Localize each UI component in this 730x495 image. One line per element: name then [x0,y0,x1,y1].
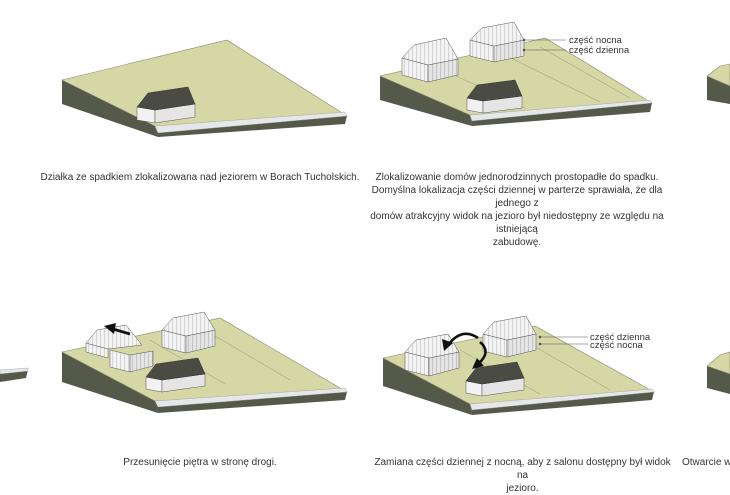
diagram-canvas: część nocna część dzienna [0,21,730,415]
label-czesc-nocna: część nocna [590,340,644,351]
panel-1-lake [155,116,347,137]
house-clad-back [161,311,216,354]
panel-2-lake [470,103,652,126]
panel-5-illustration [61,311,349,413]
house-shifted-storey [85,324,154,373]
caption-panel-5: Przesunięcie piętra w stronę drogi. [123,457,277,468]
caption-line: jezioro. [506,483,539,494]
label-czesc-nocna: część nocna [569,35,623,46]
panel-1-illustration [61,39,348,137]
caption-line: zabudowę. [492,237,542,248]
caption-line: domów atrakcyjny widok na jezioro był ni… [370,211,664,235]
house [136,86,196,124]
panel-6-road [469,388,655,411]
panel-2-illustration: część nocna część dzienna [379,21,653,126]
panel-5-slope [62,352,158,413]
house-clad-left [404,333,460,377]
arrow-left-icon [104,323,131,336]
caption-panel-1: Działka ze spadkiem zlokalizowana nad je… [40,172,360,183]
house-dark [145,357,206,393]
house-clad-left [401,37,459,83]
panel-4-illustration [0,367,29,382]
panel-5-lake [155,392,347,413]
diagram-sheet: część nocna część dzienna [0,21,730,494]
caption-panel-6: Zamiana części dziennej z nocną, aby z s… [370,456,675,495]
panel-2-slope [380,76,472,126]
swap-arrows-icon [442,332,487,369]
caption-line: Domyślna lokalizacja części dziennej w p… [371,185,663,209]
panel-6-lake [470,392,654,415]
caption-line: Zamiana części dziennej z nocną, aby z s… [374,457,671,481]
panel-5-road [154,387,348,408]
house-clad-right [469,21,525,63]
house-dark [465,361,525,397]
panel-3-illustration [706,63,730,104]
label-czesc-dzienna: część dzienna [590,332,651,343]
house-clad-right [482,315,537,358]
panel-2-road [469,99,653,122]
panel-6-slope [383,358,472,415]
panel-1-slope [62,80,158,137]
house-dark [466,79,523,114]
caption-panel-2: Zlokalizowanie domów jednorodzinnych pro… [362,171,672,249]
panel-1-road [154,111,348,134]
panel-7-illustration [706,351,730,394]
label-czesc-dzienna: część dzienna [569,45,630,56]
caption-line: Zlokalizowanie domów jednorodzinnych pro… [375,172,659,183]
panel-6-illustration: część dzienna część nocna [382,315,656,415]
caption-panel-7: Otwarcie w [682,457,730,468]
